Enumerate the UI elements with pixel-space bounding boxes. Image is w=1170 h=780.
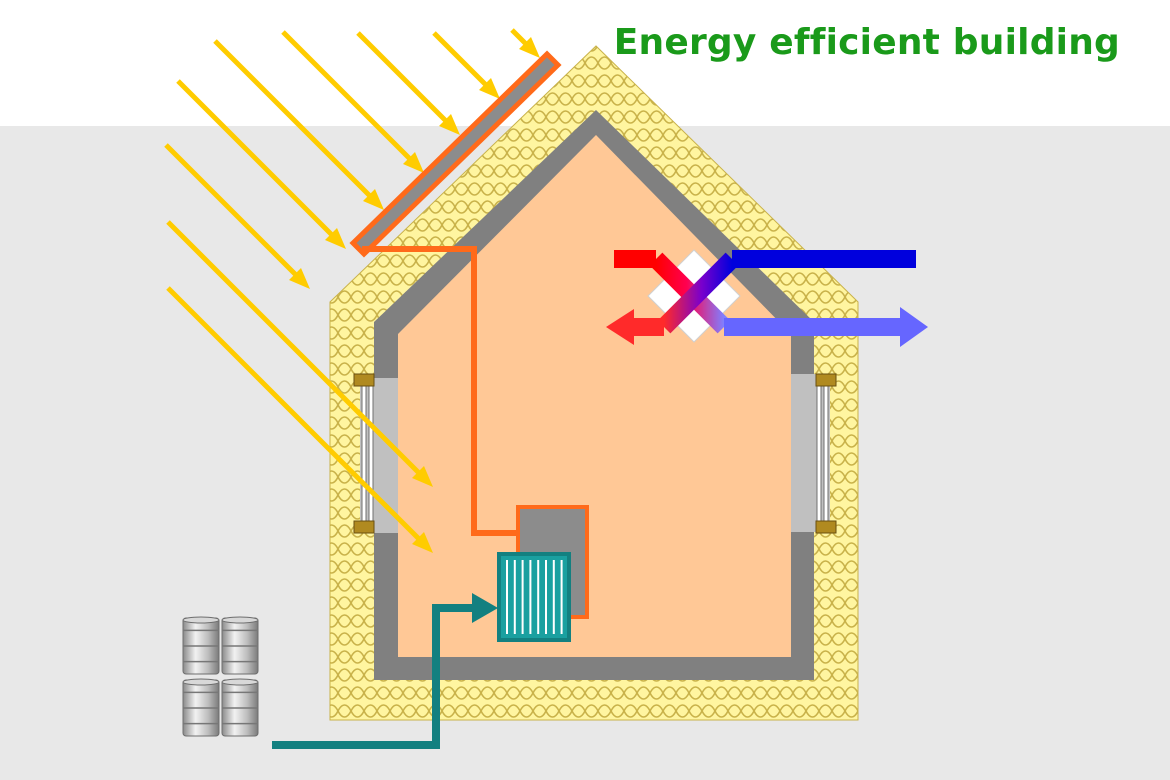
window-left	[353, 373, 398, 534]
window-left-frame-bottom	[353, 520, 375, 534]
exhaust-air-arrowhead	[606, 309, 634, 345]
fuel-barrels	[182, 616, 259, 737]
sun-ray	[166, 286, 433, 553]
oil-barrel-icon	[182, 678, 220, 737]
oil-barrel-icon	[182, 616, 220, 675]
window-right	[791, 373, 837, 534]
window-right-frame-bottom	[815, 520, 837, 534]
exhaust-air-flow	[606, 250, 916, 345]
sun-ray	[176, 79, 346, 249]
sun-ray	[164, 143, 310, 289]
oil-barrel-icon	[221, 616, 259, 675]
window-right-frame-top	[815, 373, 837, 387]
sun-ray	[281, 30, 424, 173]
radiator-icon	[497, 552, 571, 642]
fuel-pipe-arrowhead	[472, 593, 498, 623]
supply-air-arrowhead	[900, 307, 928, 347]
solar-pipe	[362, 246, 520, 536]
solar-collector-icon	[349, 50, 562, 258]
sun-ray	[432, 31, 500, 99]
page-title: Energy efficient building	[613, 22, 1120, 63]
sun-ray	[166, 220, 433, 487]
sun-ray	[213, 39, 384, 210]
fuel-pipe	[272, 604, 478, 749]
window-left-frame-top	[353, 373, 375, 387]
sun-ray	[356, 31, 460, 135]
sun-ray	[510, 28, 540, 58]
sun-rays	[164, 28, 540, 553]
oil-barrel-icon	[221, 678, 259, 737]
